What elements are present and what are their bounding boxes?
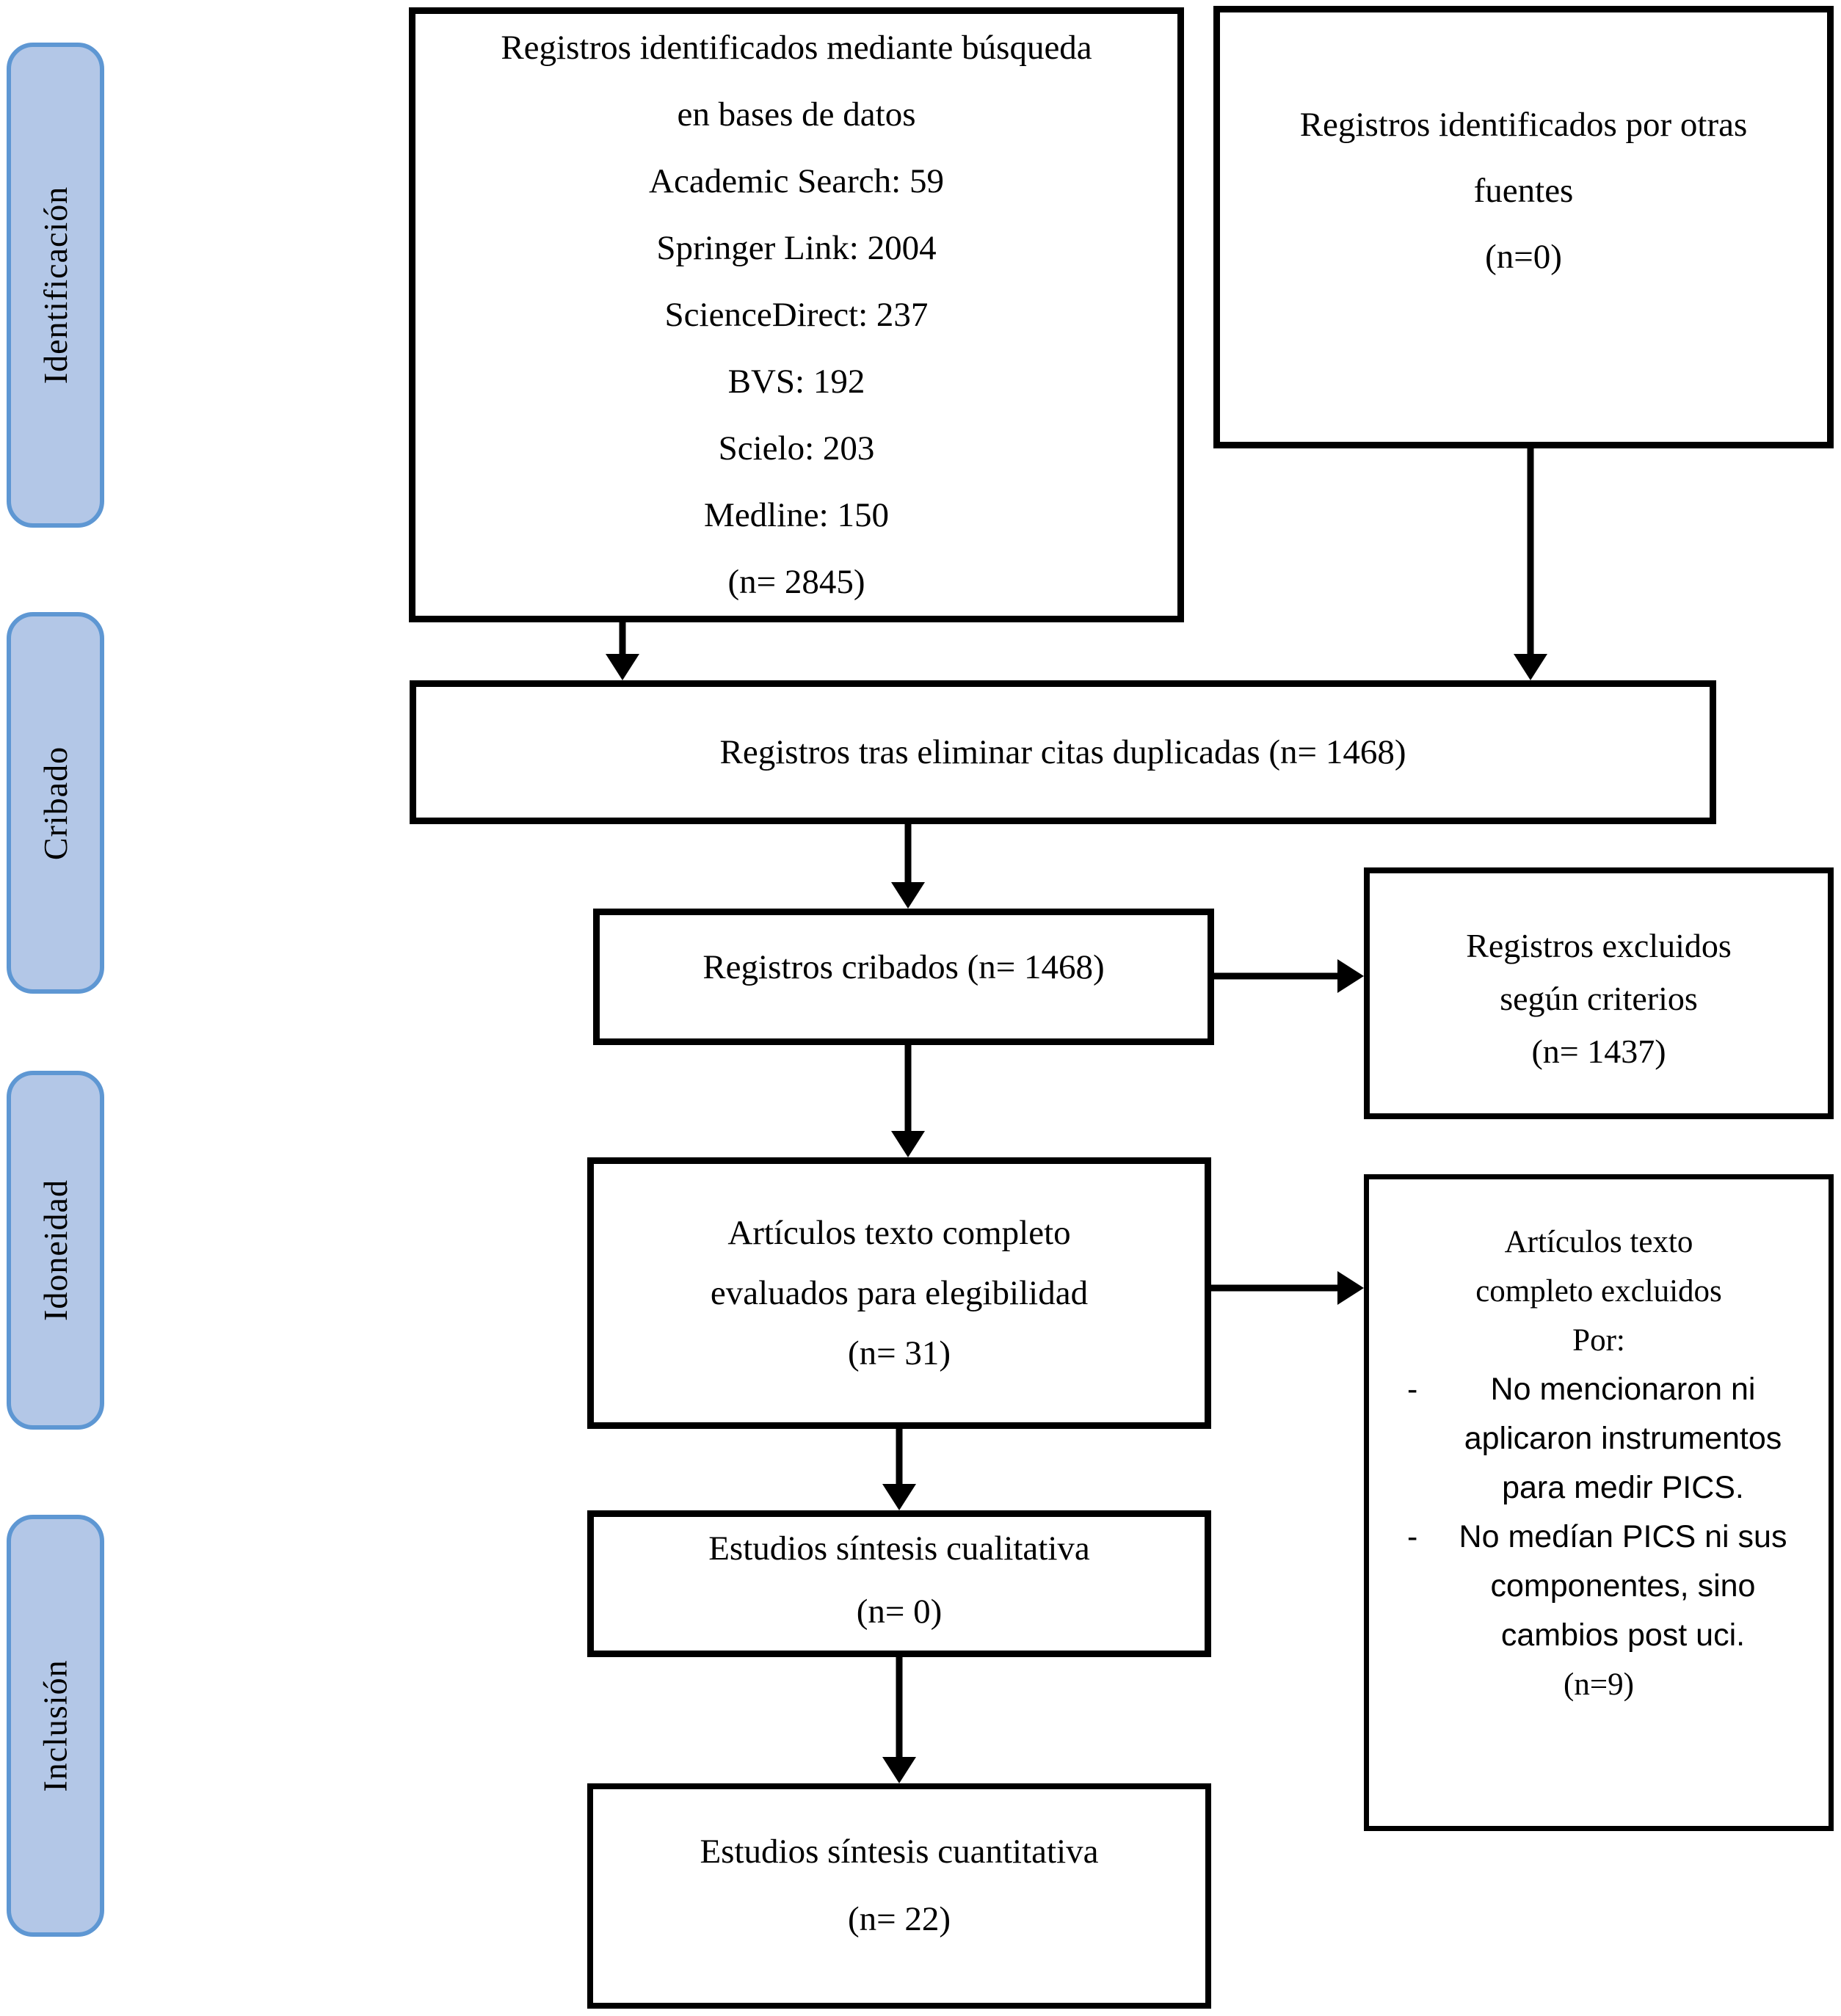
box-text-line: Artículos texto — [1504, 1225, 1693, 1259]
box-text-line: en bases de datos — [677, 95, 916, 134]
exclusion-reason-list: - No mencionaron ni aplicaron instrument… — [1382, 1365, 1815, 1660]
box-text-line: Registros identificados por otras — [1299, 105, 1748, 144]
box-text-line: Academic Search: 59 — [649, 161, 944, 200]
box-text-line: (n= 0) — [856, 1593, 943, 1631]
stage-label-text: Idoneidad — [37, 1179, 74, 1321]
arrow-shaft — [1527, 448, 1534, 660]
box-text-line: BVS: 192 — [727, 362, 865, 401]
box-fulltext-excluded-reasons: Artículos texto completo excluidos Por: … — [1364, 1174, 1834, 1831]
box-studies-quantitative-synthesis: Estudios síntesis cuantitativa (n= 22) — [587, 1783, 1211, 2009]
arrow-shaft — [904, 823, 912, 888]
arrow-down-head — [606, 654, 639, 680]
exclusion-reason-text: No medían PICS ni sus componentes, sino … — [1459, 1519, 1787, 1653]
arrow-right-head — [1337, 959, 1364, 993]
arrow-screened-to-fulltext — [891, 1044, 925, 1157]
bullet-dash: - — [1407, 1519, 1418, 1554]
stage-label-cribado: Cribado — [7, 612, 104, 994]
arrow-right-head — [1337, 1271, 1364, 1305]
arrow-dedup-to-screened — [891, 823, 925, 909]
arrow-fulltext-to-qualitative — [882, 1428, 916, 1510]
box-records-excluded-criteria: Registros excluidos según criterios (n= … — [1364, 867, 1834, 1119]
box-text-line: Springer Link: 2004 — [656, 228, 937, 267]
box-text-line: (n= 22) — [847, 1899, 951, 1938]
box-text-line: evaluados para elegibilidad — [710, 1274, 1089, 1312]
exclusion-reason-item: - No mencionaron ni aplicaron instrument… — [1382, 1365, 1815, 1513]
box-text-line: (n= 31) — [847, 1334, 951, 1372]
box-text-line: Estudios síntesis cuantitativa — [700, 1832, 1099, 1871]
box-text-line: (n=0) — [1485, 237, 1562, 276]
arrow-fulltext-to-excluded — [1211, 1271, 1364, 1305]
arrow-shaft — [1213, 972, 1343, 980]
box-studies-qualitative-synthesis: Estudios síntesis cualitativa (n= 0) — [587, 1510, 1211, 1657]
box-text-line: (n= 2845) — [727, 562, 865, 601]
box-n-label: (n=9) — [1564, 1667, 1634, 1702]
stage-label-text: Inclusión — [37, 1659, 75, 1792]
arrow-shaft — [896, 1428, 903, 1490]
box-records-after-duplicates-removed: Registros tras eliminar citas duplicadas… — [410, 680, 1716, 824]
exclusion-reason-text: No mencionaron ni aplicaron instrumentos… — [1464, 1372, 1782, 1505]
exclusion-reason-item: - No medían PICS ni sus componentes, sin… — [1382, 1513, 1815, 1660]
box-text-line: Scielo: 203 — [718, 429, 875, 467]
box-text-line: Registros cribados (n= 1468) — [702, 948, 1105, 986]
box-text-line: Medline: 150 — [704, 495, 889, 534]
box-text-line: completo excluidos — [1475, 1274, 1722, 1309]
box-text-line: fuentes — [1473, 171, 1574, 210]
box-text-line: Por: — [1572, 1323, 1625, 1358]
stage-label-text: Cribado — [37, 746, 75, 860]
arrow-down-head — [891, 882, 925, 909]
box-text-line: (n= 1437) — [1531, 1032, 1666, 1070]
box-records-screened: Registros cribados (n= 1468) — [593, 909, 1214, 1045]
box-text-line: según criterios — [1500, 979, 1698, 1017]
stage-label-identificacion: Identificación — [7, 43, 104, 528]
arrow-down-head — [891, 1131, 925, 1157]
arrow-down-head — [1514, 654, 1547, 680]
box-fulltext-assessed-eligibility: Artículos texto completo evaluados para … — [587, 1157, 1211, 1429]
stage-label-inclusion: Inclusión — [7, 1515, 104, 1937]
arrow-databases-to-dedup — [606, 622, 639, 680]
box-text-line: Artículos texto completo — [727, 1214, 1071, 1252]
arrow-screened-to-excluded — [1213, 959, 1364, 993]
box-text-line: Registros identificados mediante búsqued… — [501, 28, 1092, 67]
arrow-other-sources-to-dedup — [1514, 448, 1547, 680]
arrow-shaft — [904, 1044, 912, 1137]
arrow-qualitative-to-quantitative — [882, 1657, 916, 1783]
box-records-identified-other-sources: Registros identificados por otras fuente… — [1213, 6, 1834, 448]
arrow-shaft — [619, 622, 626, 660]
box-records-identified-databases: Registros identificados mediante búsqued… — [409, 7, 1184, 622]
box-text-line: Registros excluidos — [1466, 926, 1732, 964]
stage-label-text: Identificación — [37, 186, 74, 385]
box-text-line: Estudios síntesis cualitativa — [708, 1529, 1090, 1568]
box-text-line: ScienceDirect: 237 — [664, 295, 929, 334]
bullet-dash: - — [1407, 1372, 1418, 1407]
arrow-shaft — [1211, 1284, 1343, 1292]
arrow-down-head — [882, 1484, 916, 1510]
arrow-down-head — [882, 1757, 916, 1783]
arrow-shaft — [896, 1657, 903, 1763]
stage-label-idoneidad: Idoneidad — [7, 1071, 104, 1430]
box-text-line: Registros tras eliminar citas duplicadas… — [719, 733, 1406, 771]
